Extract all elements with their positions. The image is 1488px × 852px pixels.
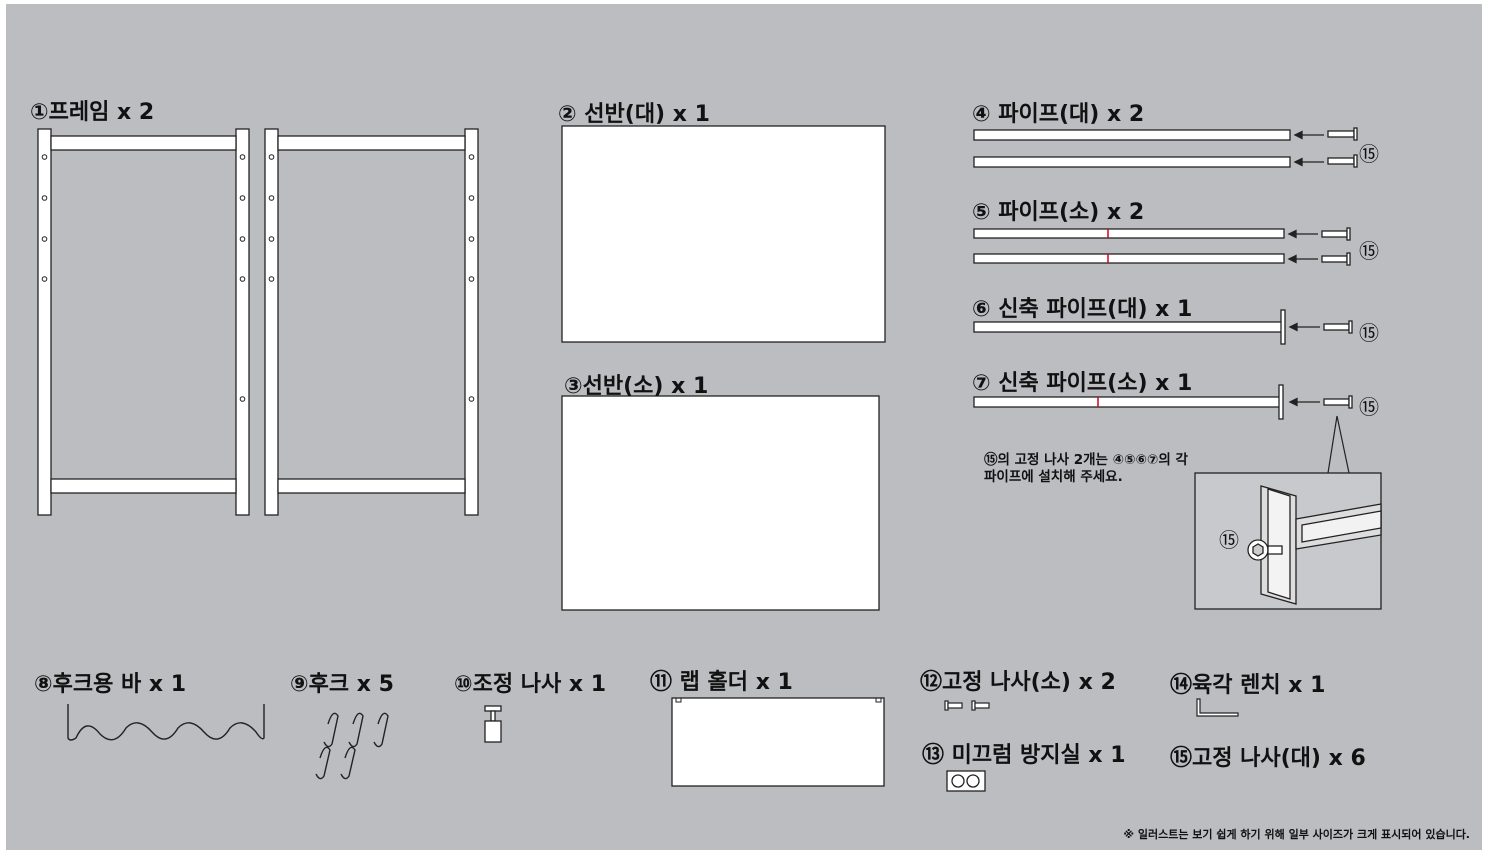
part-label-hook: ⑨후크 x 5 (290, 672, 394, 697)
part-label-telescopic-small: ⑦ 신축 파이프(소) x 1 (972, 371, 1193, 396)
pipe-large-1 (973, 129, 1291, 141)
part-label-shelf-small: ③선반(소) x 1 (564, 374, 709, 399)
pipe-large-2 (973, 156, 1291, 168)
screw-ref-telescopic-large: ⑮ (1359, 321, 1379, 345)
telescopic-pipe-large (973, 321, 1283, 333)
callout-lines (1327, 415, 1350, 474)
telescopic-pipe-small (973, 396, 1281, 408)
part-label-wrap-holder: ⑪ 랩 홀더 x 1 (650, 670, 793, 695)
part-label-pipe-small: ⑤ 파이프(소) x 2 (972, 200, 1145, 225)
screw-ref-pipe-large: ⑮ (1359, 142, 1379, 166)
frame-left (37, 128, 250, 516)
pipe-small-1 (973, 228, 1285, 239)
installation-note-line2: 파이프에 설치해 주세요. (984, 469, 1123, 485)
adjust-screw-drawing (484, 705, 502, 743)
detail-drawing (1247, 485, 1382, 605)
wrap-holder (671, 697, 885, 787)
hex-wrench-drawing (1196, 698, 1239, 717)
parts-illustration (37, 125, 1382, 792)
part-label-telescopic-large: ⑥ 신축 파이프(대) x 1 (972, 297, 1193, 322)
arrows (1287, 130, 1324, 407)
part-label-shelf-large: ② 선반(대) x 1 (558, 102, 710, 127)
part-label-hook-bar: ⑧후크용 바 x 1 (34, 672, 187, 697)
part-label-frame: ①프레임 x 2 (30, 100, 155, 125)
pipe-screws (1321, 127, 1358, 409)
part-label-screw-small: ⑫고정 나사(소) x 2 (920, 670, 1116, 695)
small-screws-drawing (944, 700, 990, 711)
diagram-canvas: ①프레임 x 2 ② 선반(대) x 1 ③선반(소) x 1 ④ 파이프(대)… (6, 4, 1482, 850)
part-label-hex-wrench: ⑭육각 렌치 x 1 (1170, 673, 1326, 698)
part-label-adjust-screw: ⑩조정 나사 x 1 (454, 672, 607, 697)
pipe-small-2 (973, 253, 1285, 264)
shelf-large (561, 125, 886, 343)
screw-ref-detail: ⑮ (1219, 528, 1239, 552)
frame-right (264, 128, 479, 516)
screw-ref-telescopic-small: ⑮ (1359, 395, 1379, 419)
part-label-pipe-large: ④ 파이프(대) x 2 (972, 102, 1145, 127)
hook-bar-drawing (67, 704, 265, 741)
shelf-small (561, 395, 880, 611)
part-label-screw-large: ⑮고정 나사(대) x 6 (1170, 746, 1366, 771)
installation-note: ⑮의 고정 나사 2개는 ④⑤⑥⑦의 각 파이프에 설치해 주세요. (984, 452, 1188, 486)
installation-note-line1: ⑮의 고정 나사 2개는 ④⑤⑥⑦의 각 (984, 452, 1188, 468)
footnote: ※ 일러스트는 보기 쉽게 하기 위해 일부 사이즈가 크게 표시되어 있습니다… (1123, 828, 1470, 841)
screw-ref-pipe-small: ⑮ (1359, 239, 1379, 263)
part-label-anti-slip: ⑬ 미끄럼 방지실 x 1 (922, 743, 1126, 768)
red-marks (1097, 229, 1109, 407)
hooks-drawing (315, 712, 389, 780)
